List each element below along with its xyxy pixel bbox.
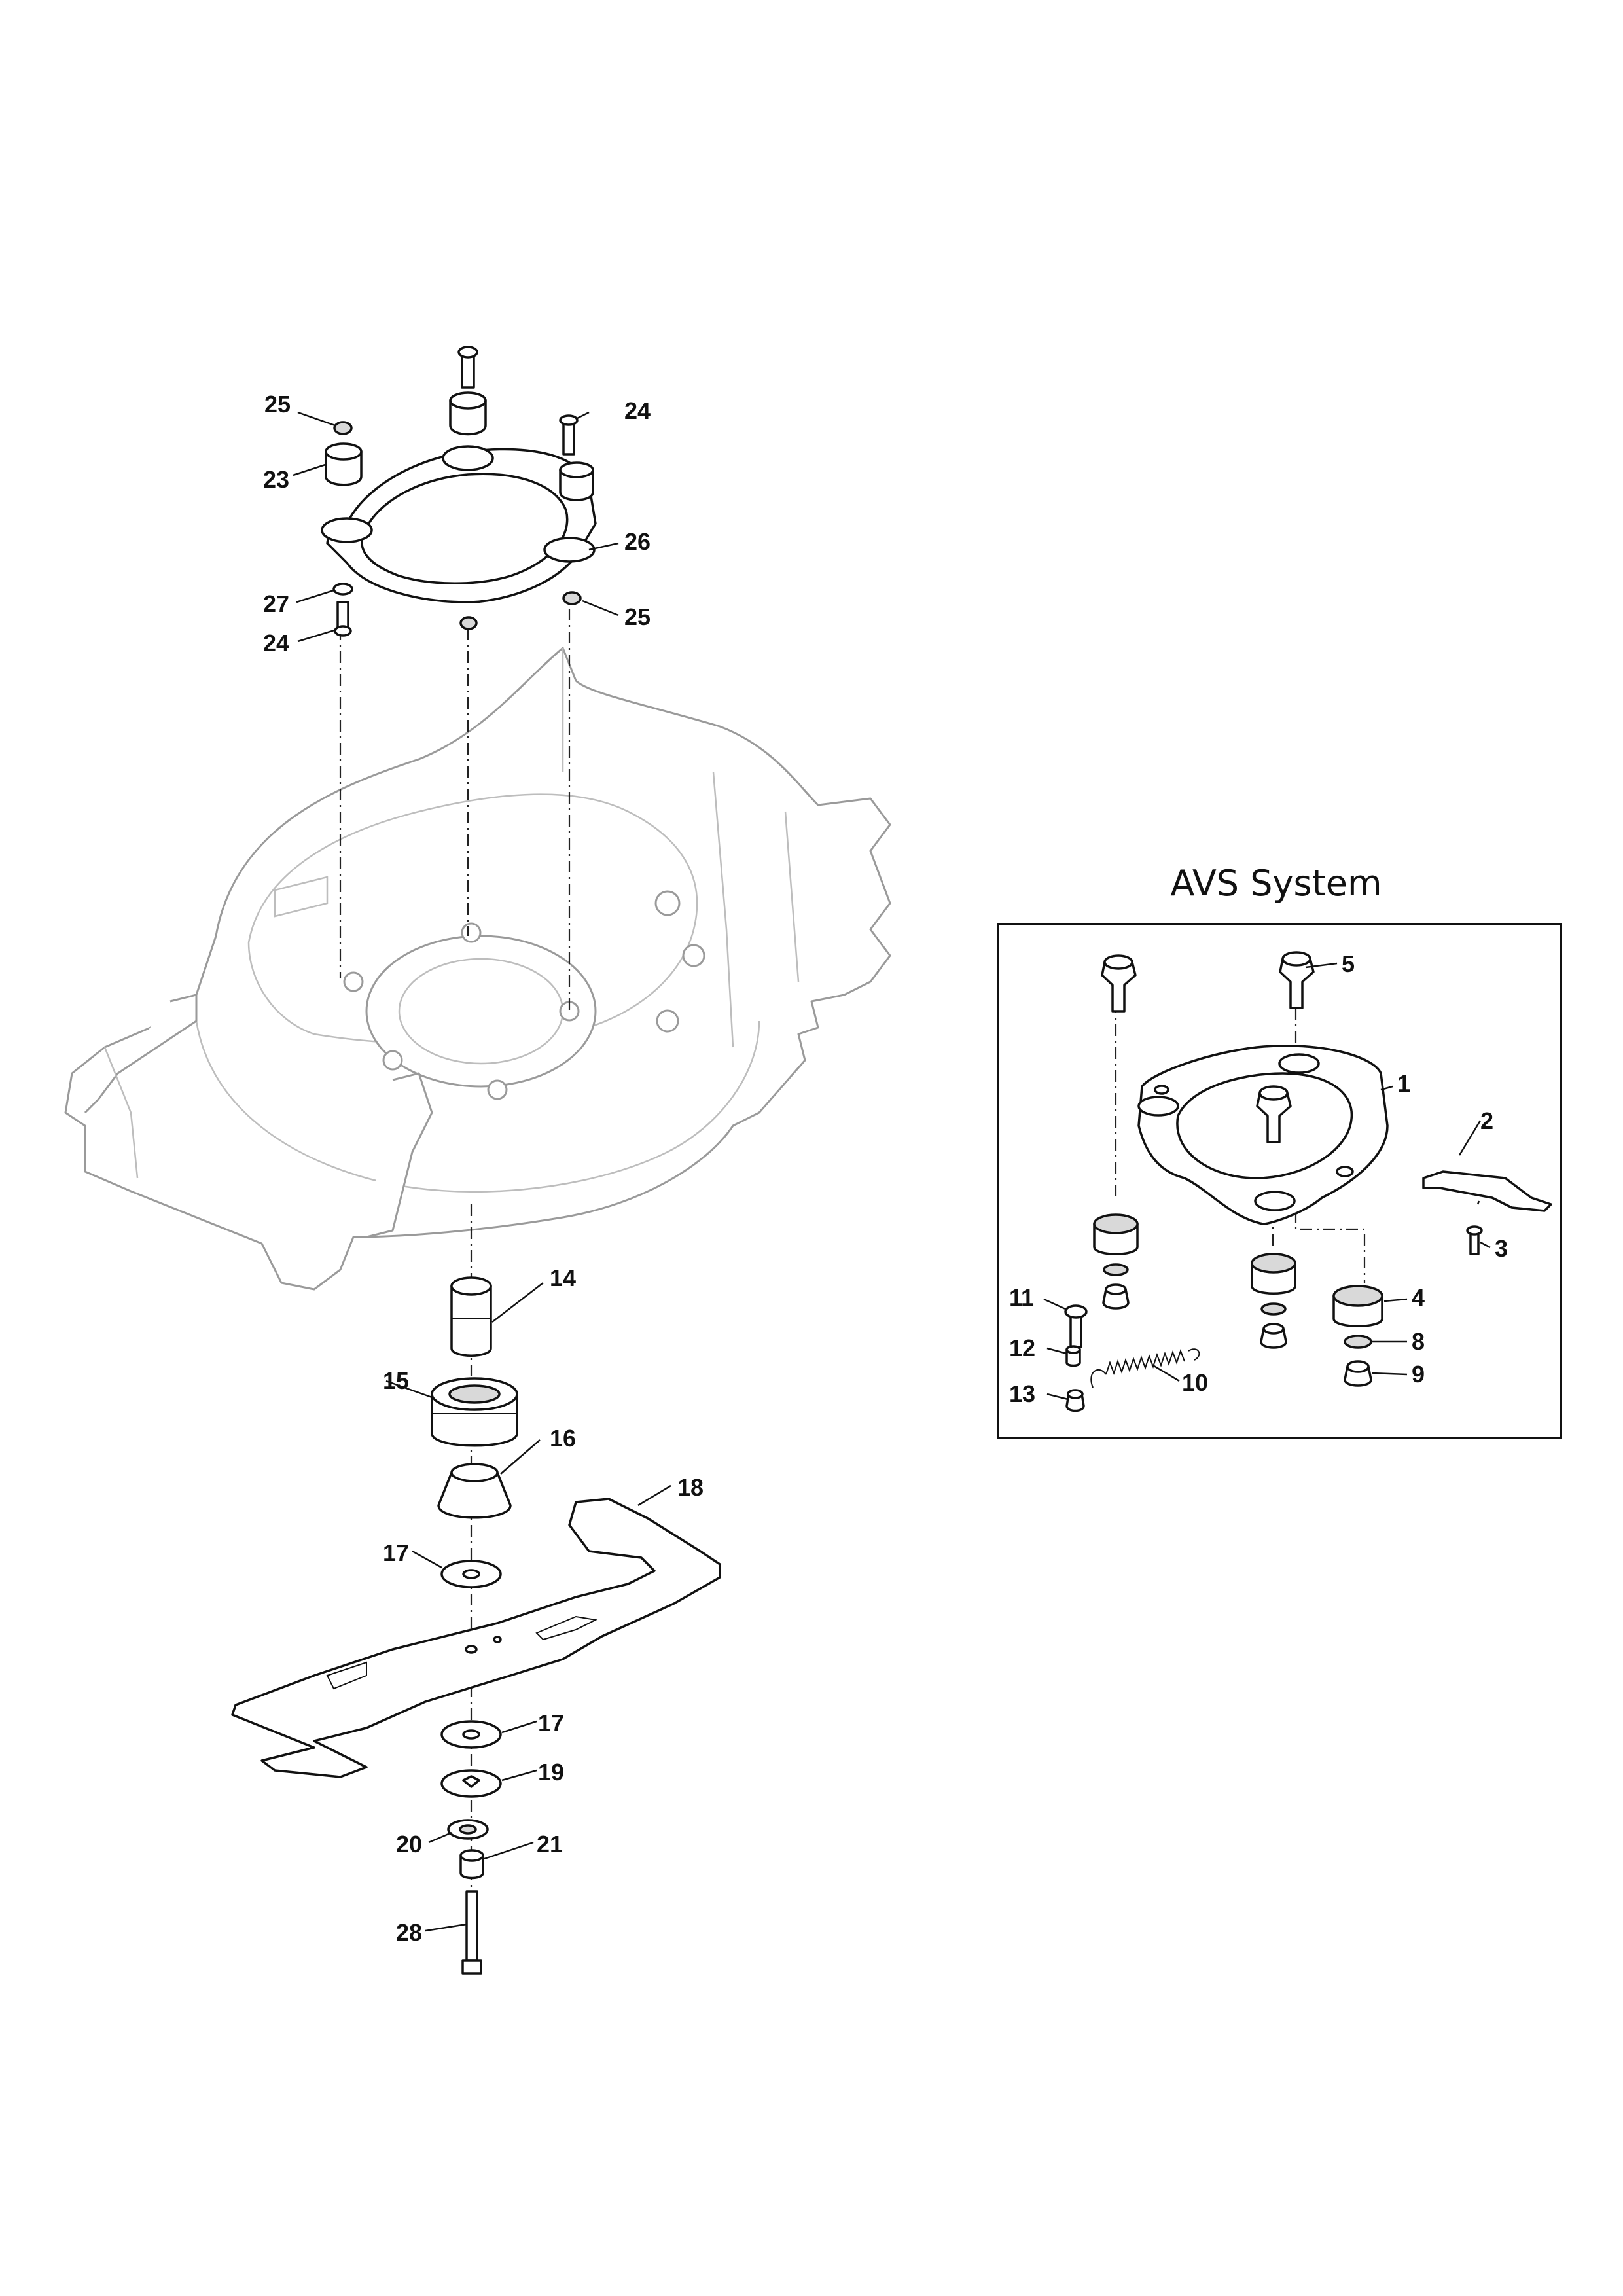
blade-18 [231,1498,721,1778]
nut-25-left [333,421,353,435]
washer-19 [440,1769,502,1798]
callout-avs-9: 9 [1412,1361,1425,1388]
callout-avs-3: 3 [1495,1235,1508,1262]
avs-leader-lines [1043,962,1491,1401]
avs-system-title: AVS System [1170,863,1382,904]
washer-20 [447,1819,489,1840]
avs-cap-9 [1344,1360,1372,1387]
avs-spring-washer-8 [1344,1335,1372,1349]
spacer-right [559,461,594,501]
callout-avs-11: 11 [1009,1284,1034,1311]
nut-center [459,616,478,630]
avs-stud-left [1101,954,1137,1013]
avs-cap-left [1102,1283,1130,1310]
avs-plate-1 [1137,1045,1389,1225]
nut-21 [459,1849,484,1880]
avs-stud-center [1256,1085,1292,1143]
spacer-top [449,391,487,436]
callout-26: 26 [624,528,651,555]
avs-stud-5 [1279,951,1315,1009]
callout-avs-12: 12 [1009,1335,1035,1361]
callout-avs-2: 2 [1480,1107,1493,1134]
callout-avs-1: 1 [1397,1070,1410,1097]
callout-avs-8: 8 [1412,1328,1425,1355]
callout-23: 23 [263,466,289,493]
callout-15: 15 [383,1367,409,1394]
callout-16: 16 [550,1425,576,1452]
callout-20: 20 [396,1831,422,1857]
callout-24a: 24 [624,397,651,424]
spacer-23 [325,442,363,486]
callout-numbers: 25 24 23 26 27 24 25 14 15 16 18 17 17 1… [263,391,1508,1946]
avs-spring-washer-center [1260,1302,1287,1316]
mounting-ring-26 [321,445,597,603]
avs-damper-left [1093,1213,1139,1255]
callout-avs-4: 4 [1412,1284,1425,1311]
callout-14: 14 [550,1265,576,1291]
callout-25a: 25 [264,391,291,418]
hub-16 [437,1463,512,1519]
avs-damper-center [1251,1253,1296,1295]
avs-spring-10 [1090,1348,1200,1388]
adapter-14 [450,1276,492,1357]
washer-17-bottom [440,1720,502,1749]
avs-bracket-2 [1422,1170,1552,1212]
avs-cap-center [1260,1323,1287,1349]
callout-24b: 24 [263,630,289,656]
avs-pin-12 [1065,1345,1081,1367]
callout-25b: 25 [624,603,651,630]
callout-27: 27 [263,590,289,617]
avs-cap-13 [1065,1389,1085,1412]
callout-avs-13: 13 [1009,1380,1035,1407]
avs-bolt-11 [1064,1304,1088,1348]
callout-17b: 17 [538,1710,564,1736]
washer-27 [332,583,353,596]
mower-deck [64,647,891,1291]
callout-21: 21 [537,1831,563,1857]
avs-damper-4 [1332,1285,1383,1327]
callout-17a: 17 [383,1539,409,1566]
hub-15 [431,1377,518,1447]
bolt-28 [461,1890,482,1975]
avs-spring-washer-left [1103,1263,1129,1276]
nut-25-right [562,591,582,605]
callout-28: 28 [396,1919,422,1946]
bolt-top [457,346,478,389]
bolt-24-left [334,601,352,637]
bolt-24-right [559,414,579,456]
callout-18: 18 [677,1474,704,1501]
callout-avs-5: 5 [1342,950,1355,977]
callout-19: 19 [538,1759,564,1785]
callout-avs-10: 10 [1182,1369,1208,1396]
leader-lines [293,411,671,1932]
washer-17-top [440,1560,502,1588]
avs-screw-3 [1466,1225,1483,1255]
